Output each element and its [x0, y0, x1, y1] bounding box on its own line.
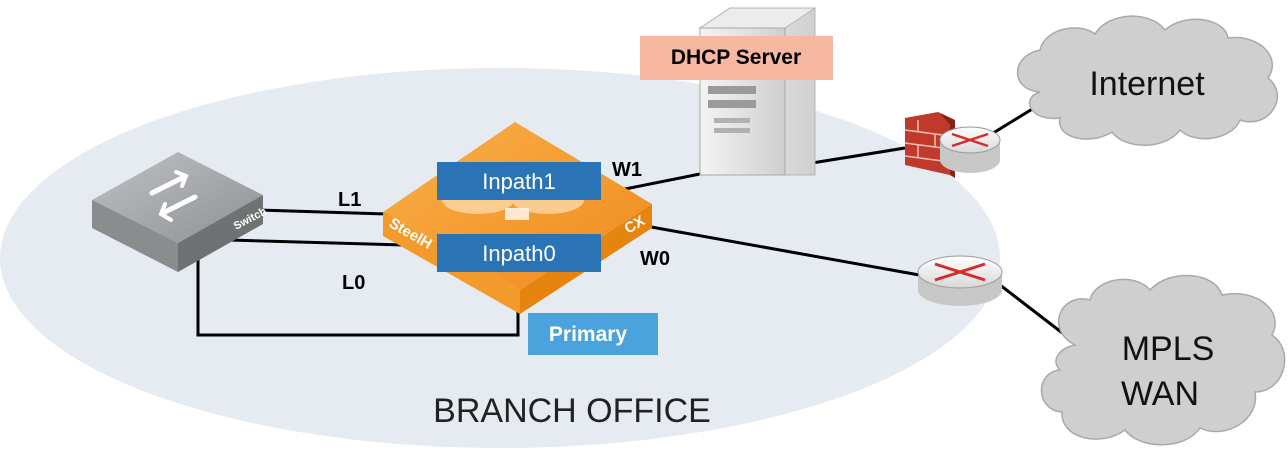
switch-icon: Switch: [92, 152, 269, 272]
internet-label: Internet: [1089, 65, 1205, 103]
link-primary: [196, 246, 520, 337]
branch-office-label: BRANCH OFFICE: [433, 392, 711, 430]
dhcp-server-label-box: [640, 36, 833, 80]
router-icon-mpls: [917, 255, 1003, 306]
cloud-icon-mpls: [1040, 274, 1286, 446]
link-server-firewall: [811, 146, 906, 165]
primary-box: [528, 313, 658, 355]
link-l1: [257, 208, 389, 216]
mpls-label-line2: WAN: [1121, 375, 1199, 413]
server-icon: [698, 7, 817, 176]
link-w1: [619, 170, 711, 192]
link-label-l0: L0: [342, 272, 365, 294]
inpath0-box: [437, 234, 601, 272]
link-label-w1: W1: [612, 159, 642, 181]
mpls-label-line1: MPLS: [1122, 330, 1215, 368]
primary-label: Primary: [549, 323, 628, 346]
inpath1-label: Inpath1: [482, 169, 555, 194]
cloud-icon-internet: [1016, 15, 1279, 146]
router-icon-internet: [939, 126, 1001, 173]
link-label-w0: W0: [640, 248, 670, 270]
inpath0-label: Inpath0: [482, 241, 555, 266]
dhcp-server-label: DHCP Server: [671, 46, 801, 69]
inpath1-box: [437, 162, 601, 200]
link-label-l1: L1: [338, 189, 361, 211]
link-w0: [639, 223, 926, 278]
